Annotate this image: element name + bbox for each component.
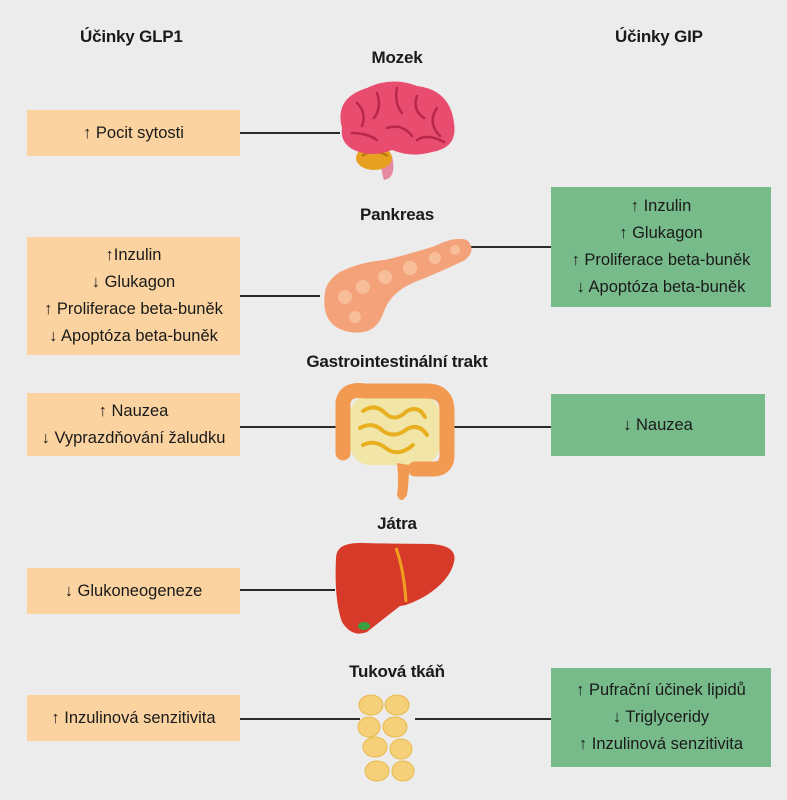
effect-text: ↓ Glukoneogeneze [64,581,203,600]
effect-text: ↑ Inzulinová senzitivita [51,708,216,727]
gip-box-fat: ↑ Pufrační účinek lipidů ↓ Triglyceridy … [551,668,771,767]
glp1-box-gi: ↑ Nauzea ↓ Vyprazdňování žaludku [27,393,240,456]
organ-title-fat: Tuková tkáň [349,662,445,681]
connector-fat-glp1 [240,718,360,720]
effect-text: ↓ Vyprazdňování žaludku [41,428,226,447]
intestine-icon [335,383,455,500]
effect-text: ↑Inzulin [105,246,162,264]
organ-title-brain: Mozek [371,48,423,67]
effect-text: ↑ Proliferace beta-buněk [44,300,223,318]
effect-text: ↓ Apoptóza beta-buněk [49,327,218,345]
effect-text: ↑ Inzulin [630,197,692,215]
organ-title-liver: Játra [377,514,417,533]
fat-cells-icon [357,694,415,782]
connector-gi-gip [450,426,552,428]
effect-text: ↑ Pufrační účinek lipidů [576,681,746,699]
organ-title-gi: Gastrointestinální trakt [306,352,488,371]
effect-text: ↓ Nauzea [623,415,693,434]
effect-text: ↓ Triglyceridy [612,708,710,726]
glp1-box-liver: ↓ Glukoneogeneze [27,568,240,614]
effect-text: ↑ Glukagon [619,224,703,242]
pancreas-icon [324,238,472,333]
brain-icon [340,81,455,180]
effect-text: ↑ Nauzea [98,401,169,420]
connector-brain-glp1 [240,132,340,134]
connector-pancreas-glp1 [240,295,320,297]
effect-text: ↓ Glukagon [91,273,176,291]
glp1-box-pancreas: ↑Inzulin ↓ Glukagon ↑ Proliferace beta-b… [27,237,240,355]
gip-column-header: Účinky GIP [615,27,703,46]
effect-text: ↑ Inzulinová senzitivita [578,735,744,753]
effect-text: ↑ Proliferace beta-buněk [571,251,751,269]
glp1-box-brain: ↑ Pocit sytosti [27,110,240,156]
gip-box-pancreas: ↑ Inzulin ↑ Glukagon ↑ Proliferace beta-… [551,187,771,307]
gip-box-gi: ↓ Nauzea [551,394,765,456]
organ-title-pancreas: Pankreas [359,205,434,224]
effect-text: ↓ Apoptóza beta-buněk [576,278,746,296]
glp1-column-header: Účinky GLP1 [80,27,183,46]
liver-icon [335,542,455,634]
effect-text: ↑ Pocit sytosti [83,123,184,142]
connector-pancreas-gip [470,246,552,248]
glp1-box-fat: ↑ Inzulinová senzitivita [27,695,240,741]
connector-gi-glp1 [240,426,340,428]
connector-liver-glp1 [240,589,335,591]
connector-fat-gip [415,718,552,720]
